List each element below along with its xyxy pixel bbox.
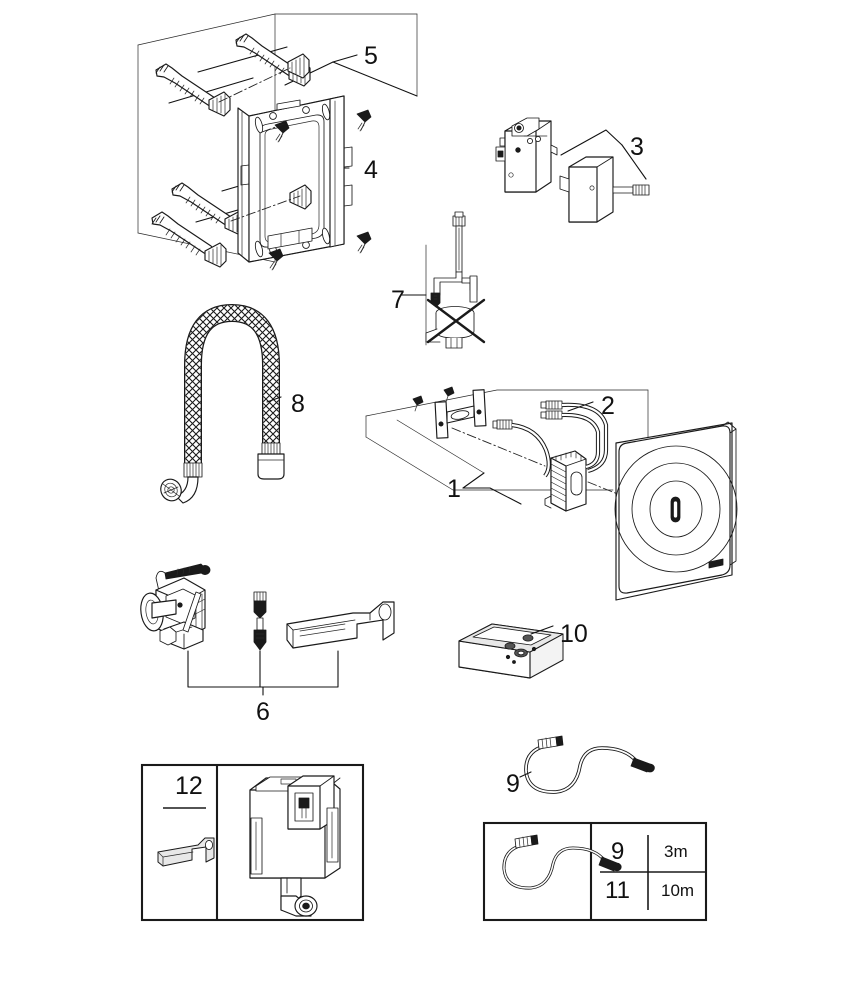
frame-knurled-nut-top [287,53,310,79]
service-tool-set [140,563,395,696]
rail-screws [412,386,455,412]
braided-flex-hose [160,303,285,504]
callout-1: 1 [447,475,461,503]
control-module [495,117,558,193]
mounting-bracket-tool [286,601,395,649]
cable-length-table-box [482,821,708,922]
wiring-harness-2 [540,400,609,474]
callout-4: 4 [364,156,378,184]
linkage-obsolete-crossed [425,298,486,349]
solenoid-valve-block [544,450,587,512]
assembly-axes-frame [218,67,301,222]
frame-and-anchors-group [137,13,418,271]
plug-transformer [559,156,650,223]
screw-4 [268,248,284,271]
callout-9: 9 [506,770,520,798]
callout-8: 8 [291,390,305,418]
sensor-cover-plate [614,421,738,601]
power-supply-group [495,117,650,223]
leader-6 [187,650,339,696]
cistern-drawing [249,775,341,917]
table-row-length-3m: 3m [664,842,688,861]
connection-cable-9 [519,735,655,794]
leader-3 [560,129,647,180]
coiled-cable-icon [502,834,622,890]
probe-pin-tool [253,591,267,651]
linkage-upper [430,211,478,308]
callout-2: 2 [601,392,615,420]
mounting-frame [237,95,353,263]
mounting-rail [434,389,487,439]
servo-valve-assembly [140,563,211,650]
anchor-bolt-4 [151,211,227,268]
callout-5: 5 [364,42,378,70]
table-row-number-9: 9 [611,838,625,865]
frame-screws [268,109,372,271]
leader-5 [168,46,418,223]
bracket-icon-small [157,837,215,867]
remote-control [458,623,564,679]
bracket-detail-box [140,763,365,922]
table-row-length-10m: 10m [661,881,695,900]
callout-7: 7 [391,286,405,314]
sensor-cable [492,419,551,478]
rail-harness-plate-group [365,386,738,601]
screw-3 [356,231,372,254]
anchor-bolt-2 [155,63,231,117]
inset-box-number-12: 12 [175,772,203,800]
callout-6: 6 [256,698,270,726]
table-row-number-11: 11 [605,877,630,904]
screw-2 [274,120,290,143]
screw-1 [356,109,372,132]
actuator-linkage-group [401,211,486,349]
callout-3: 3 [630,133,644,161]
callout-10: 10 [560,620,588,648]
